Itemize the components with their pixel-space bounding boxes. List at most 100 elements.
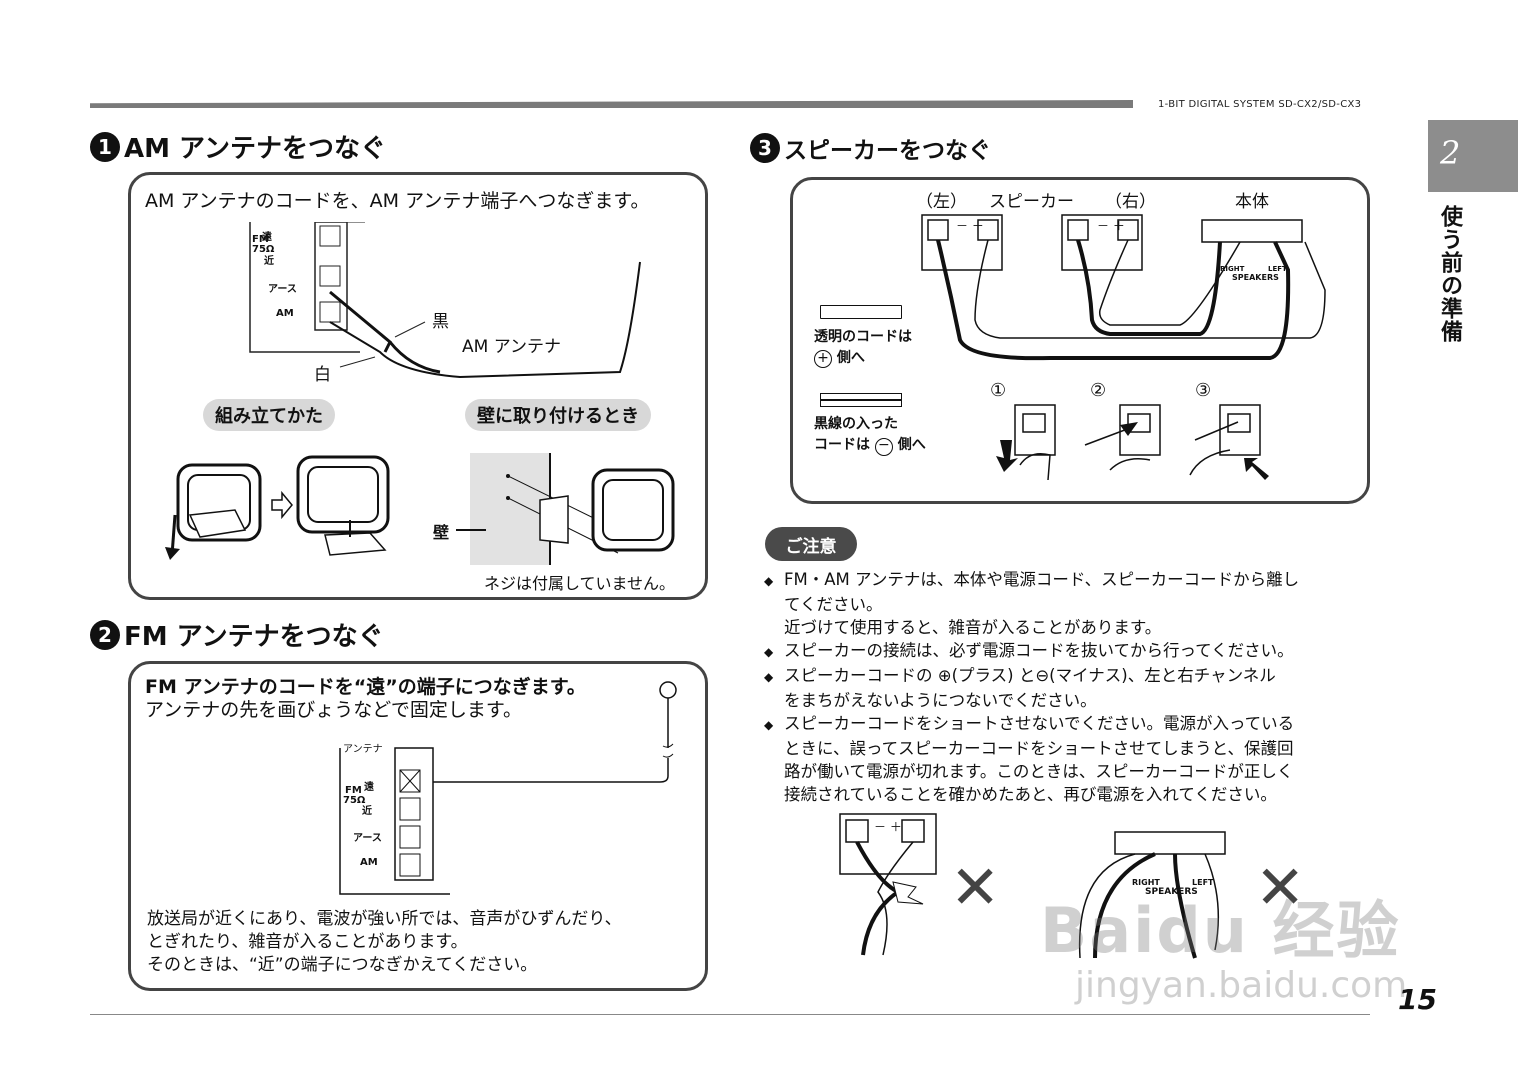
fm-label-near: 近	[362, 806, 372, 817]
section-3-number: 3	[750, 133, 780, 163]
caution-note-text: FM・AM アンテナは、本体や電源コード、スピーカーコードから離し	[784, 570, 1300, 589]
page-number: 15	[1398, 983, 1437, 1016]
speaker-left-label: （左）	[916, 192, 967, 212]
clear-cord-swatch	[820, 305, 902, 319]
fm-connection-diagram	[339, 681, 677, 895]
wrong-left-label: LEFT	[1192, 878, 1214, 887]
speaker-right-label: （右）	[1105, 192, 1156, 212]
am-label-far: 遠	[262, 232, 272, 243]
section-1-heading: AM アンテナをつなぐ	[124, 134, 387, 164]
model-name: 1-BIT DIGITAL SYSTEM SD-CX2/SD-CX3	[1158, 99, 1362, 110]
left-speaker-polarity: － ＋	[956, 219, 984, 233]
am-label-near: 近	[264, 256, 274, 267]
diamond-bullet-icon: ◆	[764, 670, 774, 684]
wall-mount-label: 壁に取り付けるとき	[465, 399, 651, 431]
header-rule	[90, 100, 1133, 108]
diamond-bullet-icon: ◆	[764, 574, 774, 588]
clear-cord-text-1: 透明のコードは	[814, 329, 912, 345]
diamond-bullet-icon: ◆	[764, 645, 774, 659]
x-mark-icon: ✕	[950, 853, 1001, 923]
chapter-number: 2	[1440, 134, 1461, 172]
step-1-label: ①	[990, 380, 1007, 401]
section-1-number: 1	[90, 131, 120, 162]
am-label-am: AM	[276, 308, 294, 319]
caution-note-continued: ときに、誤ってスピーカーコードをショートさせてしまうと、保護回	[784, 739, 1294, 758]
speaker-wiring-diagram	[921, 214, 1326, 361]
fm-antenna-small-label: アンテナ	[343, 744, 383, 755]
minus-icon: −	[874, 438, 893, 456]
section-3-title: 3 スピーカーをつなぐ	[750, 131, 991, 165]
diamond-bullet-icon: ◆	[764, 718, 774, 732]
caution-note: ◆ スピーカーコードをショートさせないでください。電源が入っている	[764, 712, 1374, 737]
speaker-label: スピーカー	[989, 192, 1074, 212]
am-lead-text: AM アンテナのコードを、AM アンテナ端子へつなぎます。	[145, 190, 650, 212]
black-cord-side: 側へ	[897, 437, 926, 453]
main-unit-speakers-label: SPEAKERS	[1232, 273, 1279, 282]
clear-cord-text-2: + 側へ	[814, 347, 865, 368]
fm-lead-text-2: アンテナの先を画びょうなどで固定します。	[145, 699, 522, 721]
caution-note-continued: 接続されていることを確かめたあと、再び電源を入れてください。	[784, 785, 1277, 804]
chapter-title: 使う前の準備	[1437, 205, 1462, 343]
fm-label-ohm: 75Ω	[343, 795, 366, 806]
wrong-right-label: RIGHT	[1132, 878, 1160, 887]
am-label-fm: FM	[252, 234, 269, 245]
watermark-logo: Baidu 经验	[1040, 894, 1401, 967]
caution-note-text: スピーカーコードの ⊕(プラス) と⊖(マイナス)、左と右チャンネル	[784, 666, 1276, 685]
section-3-heading: スピーカーをつなぐ	[784, 138, 991, 164]
caution-note-continued: をまちがえないようにつないでください。	[784, 691, 1097, 710]
clear-cord-side: 側へ	[836, 350, 865, 366]
main-unit-label: 本体	[1235, 192, 1269, 212]
main-unit-short-illustration	[1078, 831, 1226, 959]
fm-note-line: そのときは、“近”の端子につなぎかえてください。	[147, 955, 538, 975]
am-label-ohm: 75Ω	[252, 244, 275, 255]
caution-note: ◆ FM・AM アンテナは、本体や電源コード、スピーカーコードから離し	[764, 568, 1374, 593]
step-2-label: ②	[1090, 380, 1107, 401]
caution-note-continued: 路が働いて電源が切れます。このときは、スピーカーコードが正しく	[784, 762, 1294, 781]
fm-lead-text-1: FM アンテナのコードを“遠”の端子につなぎます。	[145, 676, 586, 698]
right-speaker-polarity: － ＋	[1097, 219, 1125, 233]
step-3-label: ③	[1195, 380, 1212, 401]
fm-label-am: AM	[360, 857, 378, 868]
caution-badge: ご注意	[765, 527, 857, 561]
black-cord-text-1: 黒線の入った	[814, 416, 898, 432]
caution-note-text: スピーカーの接続は、必ず電源コードを抜いてから行ってください。	[784, 641, 1294, 660]
caution-note: ◆ スピーカーの接続は、必ず電源コードを抜いてから行ってください。	[764, 639, 1374, 664]
x-mark-icon: ✕	[1255, 853, 1306, 923]
section-1-title: 1 AM アンテナをつなぐ	[90, 128, 386, 165]
wall-leader-line	[456, 529, 486, 531]
caution-note-continued: 近づけて使用すると、雑音が入ることがあります。	[784, 618, 1162, 637]
section-2-number: 2	[90, 619, 120, 650]
black-cord-text-2: コードは − 側へ	[814, 434, 926, 456]
watermark-url: jingyan.baidu.com	[1075, 965, 1408, 1006]
fm-note: 放送局が近くにあり、電波が強い所では、音声がひずんだり、 とぎれたり、雑音が入る…	[147, 908, 622, 977]
wall-label: 壁	[433, 523, 450, 542]
assembly-label: 組み立てかた	[203, 399, 335, 431]
fm-label-earth: アース	[353, 833, 382, 844]
wrong-polarity-label: － ＋	[874, 820, 902, 834]
label-am-antenna: AM アンテナ	[462, 337, 562, 357]
terminal-steps-illustration	[996, 404, 1269, 481]
main-unit-left-label: LEFT	[1268, 265, 1287, 273]
screw-note: ネジは付属していません。	[484, 574, 676, 593]
label-black-wire: 黒	[432, 312, 449, 332]
am-label-earth: アース	[268, 284, 297, 295]
plus-icon: +	[814, 350, 832, 368]
caution-notes: ◆ FM・AM アンテナは、本体や電源コード、スピーカーコードから離し てくださ…	[764, 568, 1374, 806]
am-connection-diagram	[249, 222, 641, 379]
assembly-illustration	[165, 455, 390, 560]
short-circuit-illustration	[839, 813, 937, 956]
section-2-title: 2 FM アンテナをつなぐ	[90, 616, 384, 653]
caution-note: ◆ スピーカーコードの ⊕(プラス) と⊖(マイナス)、左と右チャンネル	[764, 664, 1374, 689]
fm-note-line: とぎれたり、雑音が入ることがあります。	[147, 932, 468, 952]
main-unit-right-label: RIGHT	[1220, 265, 1245, 273]
caution-note-continued: てください。	[784, 595, 883, 614]
fm-label-fm: FM	[345, 785, 362, 796]
footer-rule	[90, 1014, 1370, 1015]
wall-mount-illustration	[470, 453, 675, 565]
wrong-speakers-label: SPEAKERS	[1145, 887, 1198, 897]
black-line-cord-swatch	[820, 393, 902, 407]
fm-note-line: 放送局が近くにあり、電波が強い所では、音声がひずんだり、	[147, 909, 622, 929]
caution-note-text: スピーカーコードをショートさせないでください。電源が入っている	[784, 714, 1295, 733]
section-2-heading: FM アンテナをつなぐ	[124, 622, 384, 652]
chapter-tab	[1428, 120, 1518, 192]
